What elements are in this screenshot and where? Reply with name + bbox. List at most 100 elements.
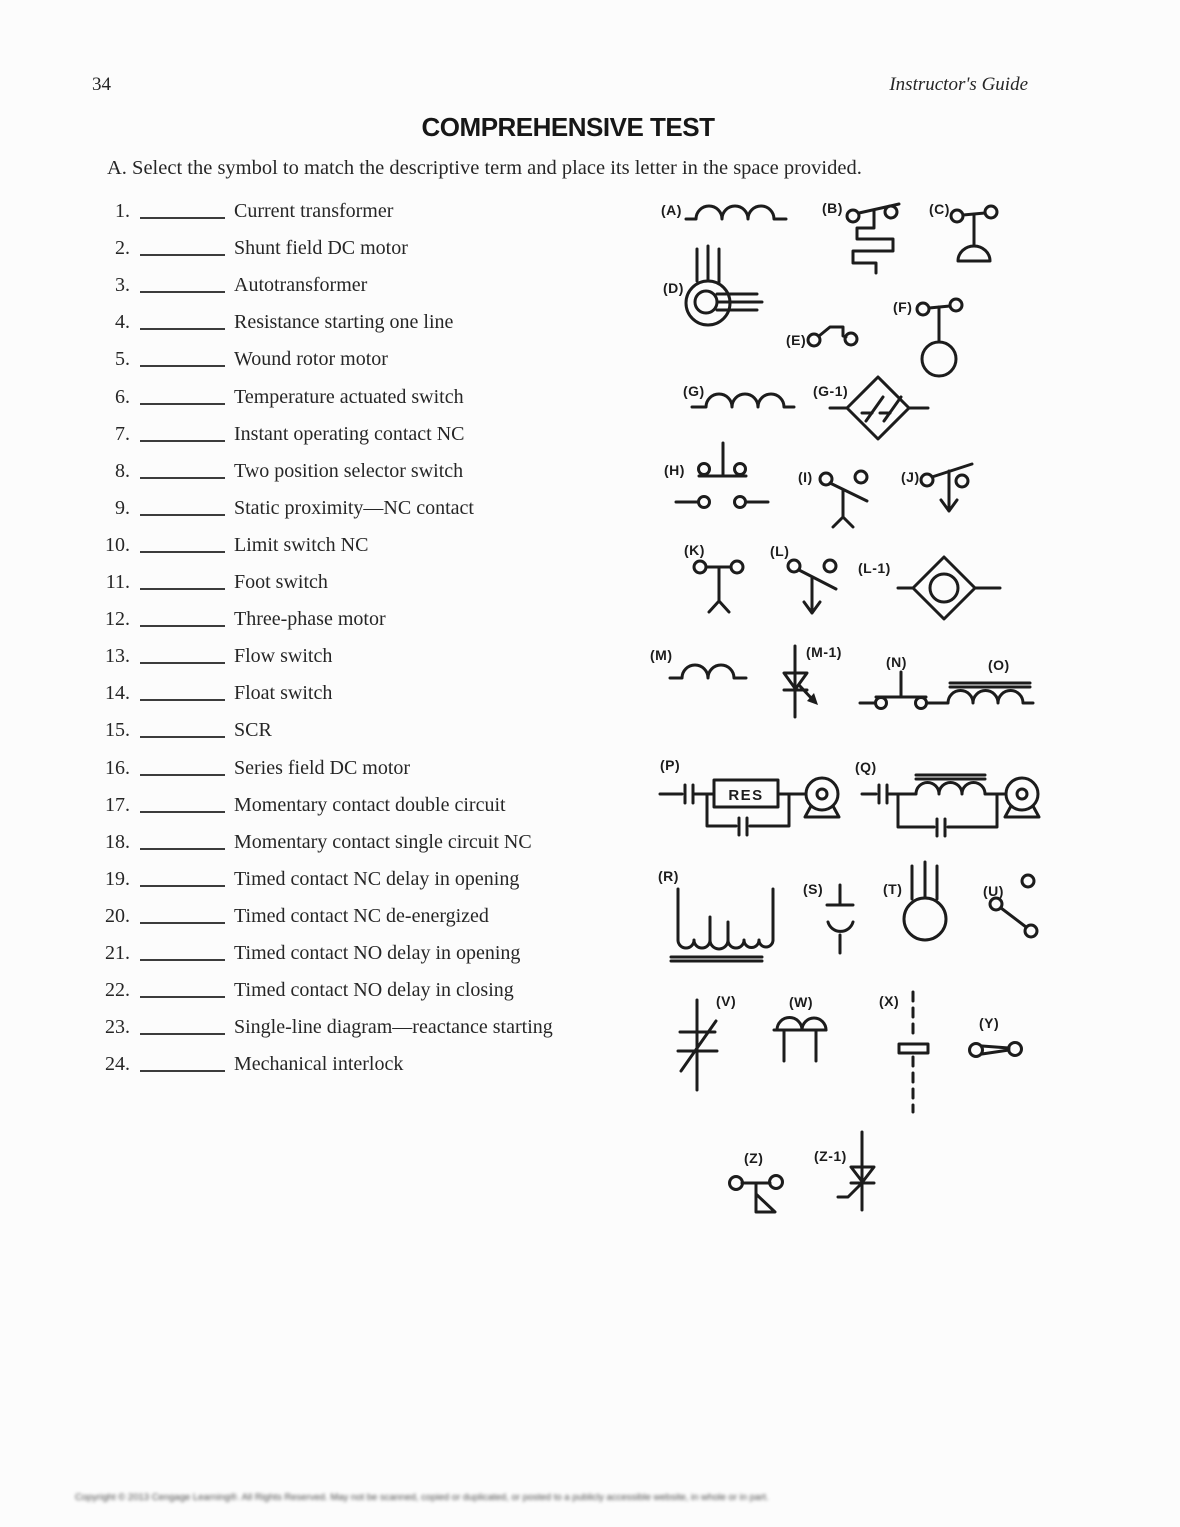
svg-text:(Q): (Q) — [855, 759, 877, 775]
question-number: 24. — [105, 1053, 130, 1076]
footer-copyright: Copyright © 2013 Cengage Learning®. All … — [75, 1492, 769, 1503]
question-row: 3. Autotransformer — [92, 265, 553, 302]
question-number: 12. — [105, 608, 130, 631]
question-number: 20. — [105, 904, 130, 927]
question-row: 22. Timed contact NO delay in closing — [92, 970, 553, 1007]
question-row: 8. Two position selector switch — [92, 451, 553, 488]
question-term: Instant operating contact NC — [234, 422, 465, 445]
symbol-c-flow-switch-paddle: (C) — [929, 201, 999, 263]
svg-text:(H): (H) — [664, 462, 685, 478]
question-number: 11. — [105, 571, 130, 594]
question-term: Timed contact NO delay in opening — [234, 941, 521, 964]
answer-blank — [140, 958, 225, 961]
symbol-r-tapped-autotransformer: (R) — [658, 868, 775, 963]
symbol-h-momentary-contact-double-circuit: (H) — [664, 441, 770, 509]
question-number: 1. — [115, 200, 130, 223]
symbol-u-two-position-selector-switch: (U) — [983, 873, 1039, 939]
question-number: 15. — [105, 719, 130, 742]
answer-blank — [140, 773, 225, 776]
symbol-f-float-switch-ball: (F) — [893, 297, 964, 378]
question-row: 15. SCR — [92, 710, 553, 747]
svg-text:(A): (A) — [661, 202, 682, 218]
question-term: Flow switch — [234, 645, 333, 668]
symbol-m1-scr-with-gate-arrow: (M-1) — [782, 644, 841, 719]
answer-blank — [140, 291, 225, 294]
question-row: 23. Single-line diagram—reactance starti… — [92, 1007, 553, 1044]
symbol-t-three-phase-motor: (T) — [883, 860, 948, 942]
svg-text:(O): (O) — [988, 657, 1010, 673]
answer-blank — [140, 328, 225, 331]
symbol-panel: (A) (B) (C) (D) — [650, 200, 1041, 1214]
svg-text:(K): (K) — [684, 542, 705, 558]
question-number: 10. — [105, 533, 130, 556]
symbol-z-foot-switch-pedal: (Z) — [728, 1150, 784, 1214]
answer-blank — [140, 402, 225, 405]
question-term: Wound rotor motor — [234, 348, 388, 371]
symbol-s-timed-contact: (S) — [803, 881, 855, 955]
question-term: Momentary contact double circuit — [234, 793, 506, 816]
question-row: 13. Flow switch — [92, 636, 553, 673]
answer-blank — [140, 476, 225, 479]
svg-text:(I): (I) — [798, 469, 813, 485]
question-term: Static proximity—NC contact — [234, 496, 474, 519]
question-row: 6. Temperature actuated switch — [92, 376, 553, 413]
question-row: 12. Three-phase motor — [92, 599, 553, 636]
answer-blank — [140, 884, 225, 887]
symbol-l1-diamond-with-circle: (L-1) — [858, 555, 1002, 621]
answer-blank — [140, 254, 225, 257]
page-number: 34 — [92, 74, 111, 95]
question-term: Momentary contact single circuit NC — [234, 830, 532, 853]
answer-blank — [140, 996, 225, 999]
question-term: Single-line diagram—reactance starting — [234, 1016, 553, 1039]
instruction-text: A. Select the symbol to match the descri… — [107, 157, 862, 179]
question-term: Foot switch — [234, 571, 328, 594]
symbol-p-resistance-starting-one-line: (P) RES — [658, 757, 841, 837]
answer-blank — [140, 550, 225, 553]
svg-text:(U): (U) — [983, 883, 1004, 899]
question-number: 22. — [105, 979, 130, 1002]
question-row: 17. Momentary contact double circuit — [92, 785, 553, 822]
answer-blank — [140, 217, 225, 220]
question-term: Resistance starting one line — [234, 311, 454, 334]
question-number: 4. — [115, 311, 130, 334]
answer-blank — [140, 736, 225, 739]
page-title: COMPREHENSIVE TEST — [421, 112, 715, 142]
question-row: 14. Float switch — [92, 673, 553, 710]
svg-text:(L): (L) — [770, 543, 789, 559]
symbol-v-crossed-contact: (V) — [676, 993, 736, 1092]
svg-text:(G-1): (G-1) — [813, 383, 848, 399]
svg-text:(F): (F) — [893, 299, 912, 315]
symbol-l-switch-with-down-arrow-open: (L) — [770, 543, 838, 615]
svg-text:(M): (M) — [650, 647, 673, 663]
question-term: Timed contact NC delay in opening — [234, 867, 520, 890]
answer-blank — [140, 625, 225, 628]
answer-blank — [140, 513, 225, 516]
question-number: 18. — [105, 830, 130, 853]
question-row: 19. Timed contact NC delay in opening — [92, 859, 553, 896]
question-row: 18. Momentary contact single circuit NC — [92, 822, 553, 859]
answer-blank — [140, 588, 225, 591]
question-row: 24. Mechanical interlock — [92, 1044, 553, 1081]
question-number: 17. — [105, 793, 130, 816]
question-term: Temperature actuated switch — [234, 385, 464, 408]
question-term: Shunt field DC motor — [234, 237, 408, 260]
svg-text:(R): (R) — [658, 868, 679, 884]
answer-blank — [140, 662, 225, 665]
question-row: 16. Series field DC motor — [92, 747, 553, 784]
symbol-m-small-coil: (M) — [650, 647, 748, 680]
svg-text:(P): (P) — [660, 757, 680, 773]
question-term: Current transformer — [234, 200, 394, 223]
question-row: 11. Foot switch — [92, 562, 553, 599]
header-guide-title: Instructor's Guide — [889, 74, 1028, 95]
question-number: 23. — [105, 1016, 130, 1039]
symbol-e-limit-switch-nc: (E) — [786, 325, 859, 348]
symbol-w-current-transformer: (W) — [772, 994, 828, 1063]
question-row: 10. Limit switch NC — [92, 525, 553, 562]
svg-text:(W): (W) — [789, 994, 813, 1010]
answer-blank — [140, 1033, 225, 1036]
symbol-g-operating-coil: (G) — [683, 383, 796, 409]
question-row: 7. Instant operating contact NC — [92, 414, 553, 451]
question-number: 9. — [115, 496, 130, 519]
question-term: Mechanical interlock — [234, 1053, 404, 1076]
